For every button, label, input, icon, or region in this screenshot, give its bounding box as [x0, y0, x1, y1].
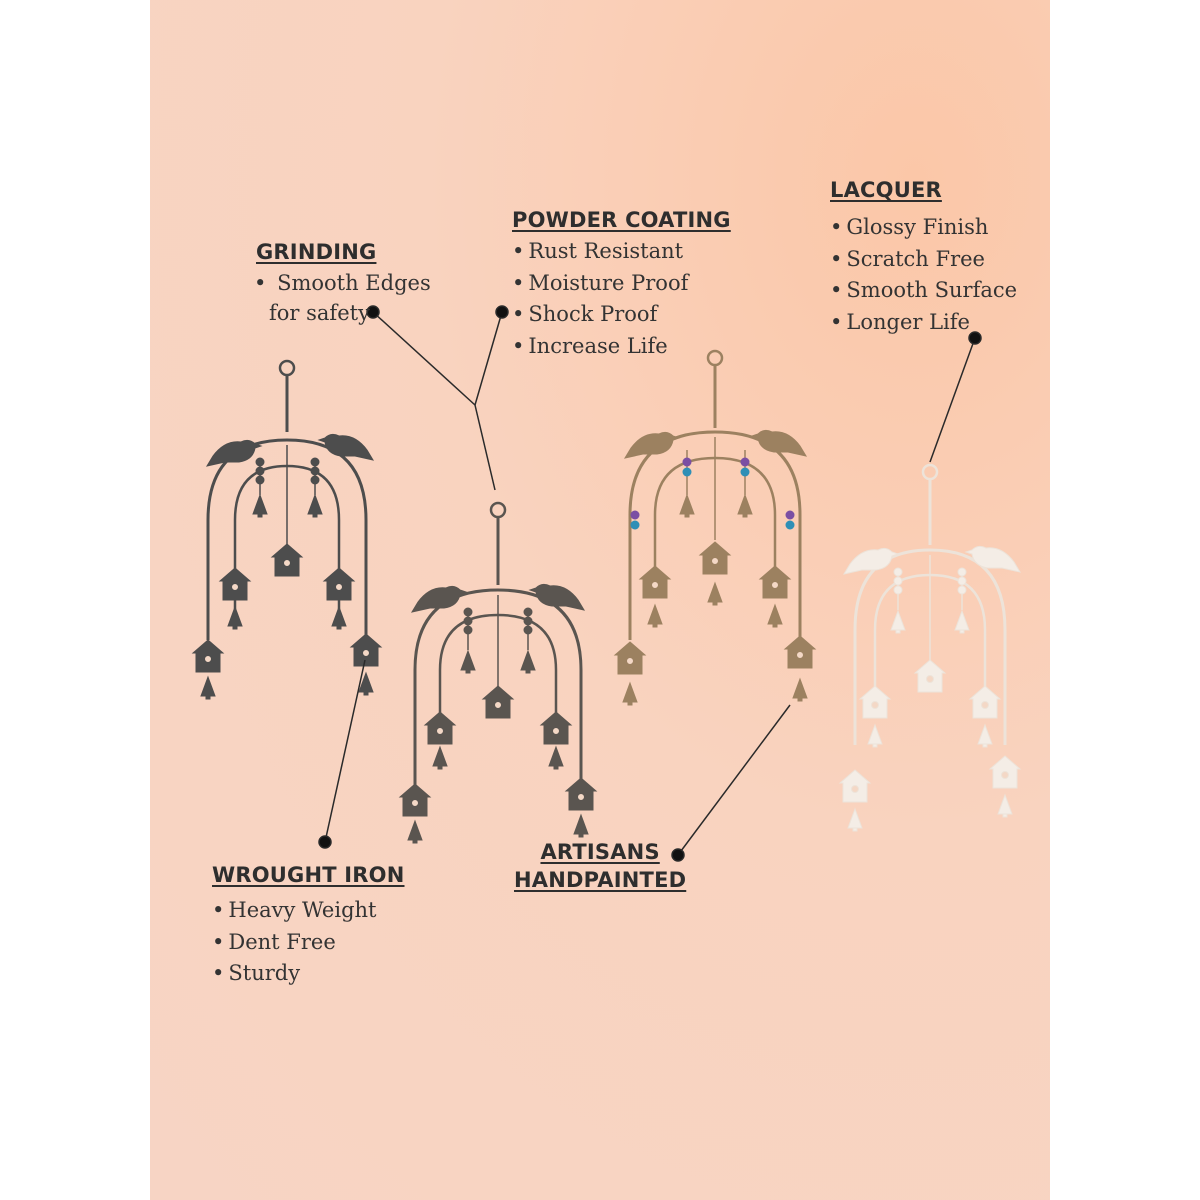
- chime-handpainted: [614, 349, 816, 706]
- chime-powder-coating: [399, 501, 597, 844]
- grinding-list: Smooth Edges for safety: [254, 268, 431, 326]
- lacquer-item: Glossy Finish: [830, 212, 1017, 244]
- chimes-illustration: [192, 305, 1021, 862]
- lacquer-heading: LACQUER: [830, 178, 942, 202]
- powder-coating-item: Increase Life: [512, 331, 688, 363]
- lacquer-item: Scratch Free: [830, 244, 1017, 276]
- powder-coating-list: Rust Resistant Moisture Proof Shock Proo…: [512, 236, 688, 362]
- powder-coating-item: Moisture Proof: [512, 268, 688, 300]
- chime-wrought-iron: [192, 359, 382, 700]
- callout-dot-powder-coating: [495, 305, 509, 319]
- chime-lacquer: [839, 463, 1021, 832]
- wrought-iron-item: Dent Free: [212, 927, 376, 959]
- callout-dot-wrought-iron: [318, 835, 332, 849]
- lacquer-item: Smooth Surface: [830, 275, 1017, 307]
- grinding-heading: GRINDING: [256, 240, 377, 264]
- lacquer-list: Glossy Finish Scratch Free Smooth Surfac…: [830, 212, 1017, 338]
- lacquer-item: Longer Life: [830, 307, 1017, 339]
- powder-coating-item: Rust Resistant: [512, 236, 688, 268]
- artisans-heading: ARTISANS HANDPAINTED: [514, 840, 687, 892]
- wrought-iron-item: Sturdy: [212, 958, 376, 990]
- powder-coating-heading: POWDER COATING: [512, 208, 731, 232]
- grinding-item: Smooth Edges for safety: [254, 268, 431, 326]
- product-panel: GRINDING Smooth Edges for safety POWDER …: [150, 0, 1050, 1200]
- callout-dot-artisans: [671, 848, 685, 862]
- wrought-iron-heading: WROUGHT IRON: [212, 863, 405, 887]
- wrought-iron-item: Heavy Weight: [212, 895, 376, 927]
- powder-coating-item: Shock Proof: [512, 299, 688, 331]
- wrought-iron-list: Heavy Weight Dent Free Sturdy: [212, 895, 376, 990]
